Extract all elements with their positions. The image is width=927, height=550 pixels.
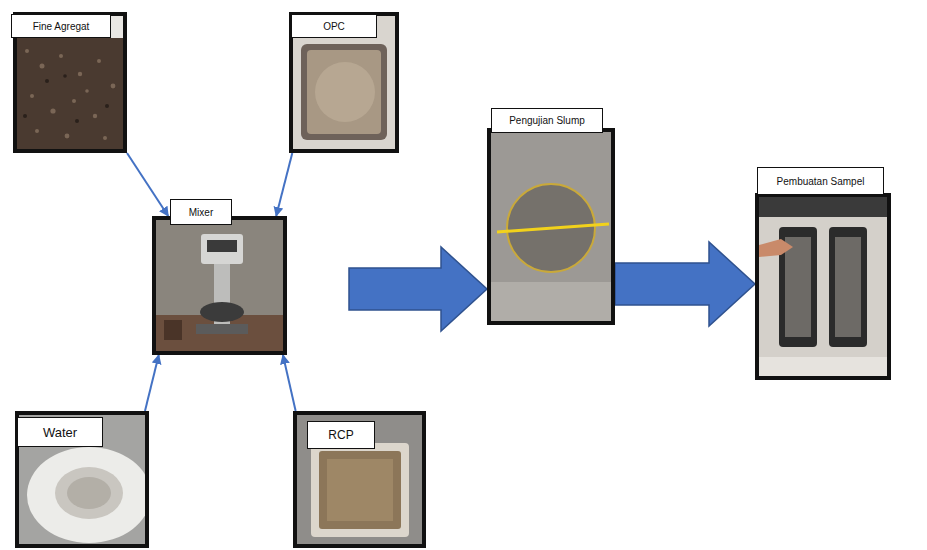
- node-label: Mixer: [170, 199, 232, 225]
- process-photo-box: Pengujian Slump: [487, 128, 615, 325]
- ingredient-photo-box: Water: [15, 411, 149, 548]
- mixer-photo-box: Mixer: [152, 216, 287, 355]
- block-arrow: [349, 247, 487, 331]
- flow-arrow: [276, 153, 292, 216]
- ingredient-photo-box: OPC: [289, 12, 399, 153]
- node-label: OPC: [291, 14, 377, 38]
- block-arrow: [615, 242, 755, 326]
- ingredient-photo-box: Fine Agregat: [13, 12, 127, 153]
- slump-photo: [491, 132, 611, 321]
- flow-arrow: [127, 153, 168, 216]
- node-label: Pembuatan Sampel: [757, 167, 884, 195]
- node-label: Fine Agregat: [11, 14, 111, 38]
- flow-arrow: [283, 355, 296, 411]
- ingredient-photo-box: RCP: [293, 411, 426, 548]
- process-photo-box: Pembuatan Sampel: [755, 193, 891, 380]
- node-label: Pengujian Slump: [491, 108, 603, 133]
- mixer-photo: [156, 220, 283, 351]
- node-label: Water: [17, 417, 103, 447]
- sample-photo: [759, 197, 887, 376]
- flow-arrow: [145, 355, 159, 411]
- node-label: RCP: [307, 421, 375, 449]
